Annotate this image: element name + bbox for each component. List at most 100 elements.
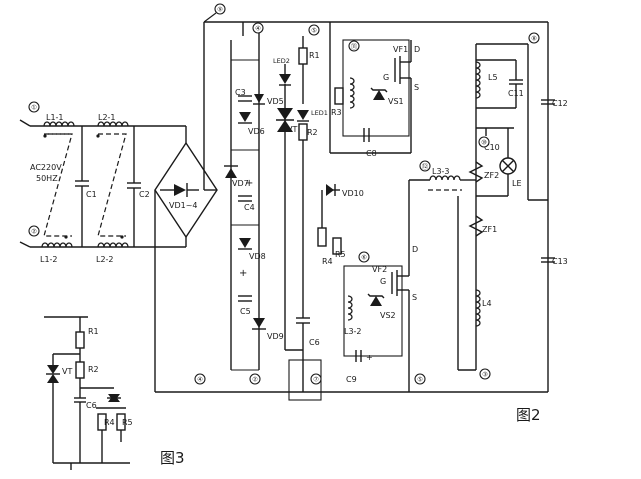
- node-label: ①: [31, 104, 37, 112]
- zener-vs2: VS2: [367, 293, 396, 320]
- capacitor-c1: C1: [75, 126, 97, 247]
- node-label: ②: [252, 376, 258, 384]
- node-label: ②: [31, 228, 37, 236]
- l3-3-label: L3-3: [432, 167, 450, 176]
- vd8-label: VD8: [249, 252, 266, 261]
- g2-label: G: [380, 277, 386, 286]
- source-voltage-label: AC220V: [30, 163, 62, 172]
- source-frequency-label: 50HZ: [36, 174, 58, 183]
- capacitor-c4: C4: [238, 195, 255, 212]
- s2-label: S: [412, 293, 417, 302]
- mosfet-vf2-block: VD10 R4 R5 ⑥ L3-2 VS2 G VF2: [317, 180, 418, 392]
- fig3-c6-label: C6: [86, 401, 97, 410]
- fig3-r2-label: R2: [88, 365, 99, 374]
- plus-sign: +: [239, 268, 247, 279]
- node-label: ④: [197, 376, 203, 384]
- resistor-r2: R2: [298, 123, 318, 141]
- inductor-l1-1: L1-1: [43, 113, 75, 138]
- l1-1-label: L1-1: [46, 113, 64, 122]
- l1-core: [43, 133, 73, 237]
- capacitor-c9: + C9: [346, 350, 373, 384]
- mosfet-vf1-block: ⑪ R3 VS1 G VF1 D S C8: [329, 22, 420, 158]
- inductor-l5: [475, 61, 481, 99]
- c4-label: C4: [244, 203, 255, 212]
- r4-label: R4: [322, 257, 333, 266]
- filament-zf2: ZF2: [468, 161, 499, 183]
- bridge-rectifier-vd1-4: VD1~4: [154, 126, 218, 392]
- filament-zf1: ZF1: [468, 215, 497, 237]
- figure-3-subcircuit: R1 R2 VT C6 R4 R5: [44, 316, 133, 470]
- resistor-r4: R4: [317, 227, 333, 266]
- zf2-label: ZF2: [484, 171, 499, 180]
- led1-label: LED1: [311, 109, 328, 117]
- led-1: LED1: [297, 109, 328, 122]
- trigger-section: ⑤ R1 LED2 VT LED1 R2: [273, 24, 328, 401]
- fig3-vt-label: VT: [62, 367, 72, 376]
- node-label: ⑫: [422, 163, 429, 171]
- c6-label: C6: [309, 338, 320, 347]
- diode-vd5: VD5: [253, 94, 284, 106]
- vs1-label: VS1: [388, 97, 404, 106]
- s1-label: S: [414, 83, 419, 92]
- diode-vd9: VD9: [252, 318, 284, 341]
- d1-label: D: [414, 45, 420, 54]
- node-label: ⑦: [313, 376, 319, 384]
- g1-label: G: [383, 73, 389, 82]
- led2-label: LED2: [273, 57, 290, 65]
- voltage-doubler-ladder: ④ C3 VD5 VD6 VD7 + C4: [224, 22, 284, 385]
- c11-label: C11: [508, 89, 524, 98]
- inductor-l2-2: L2-2: [96, 235, 129, 264]
- capacitor-c5: C5: [238, 295, 252, 316]
- diode-vd6: VD6: [238, 112, 265, 136]
- node-label: ⑤: [417, 376, 423, 384]
- terminal-2: ②: [19, 225, 40, 248]
- zf1-label: ZF1: [482, 225, 497, 234]
- l2-2-label: L2-2: [96, 255, 114, 264]
- c1-label: C1: [86, 190, 97, 199]
- led-2: LED2: [273, 57, 291, 86]
- vd10-label: VD10: [342, 189, 364, 198]
- capacitor-c6: C6: [296, 317, 320, 347]
- r3-label: R3: [331, 108, 342, 117]
- node-label: ⑨: [217, 6, 223, 14]
- r2-label: R2: [307, 128, 318, 137]
- plus-sign: +: [245, 178, 253, 189]
- diode-vd8: VD8: [238, 238, 266, 261]
- l3-2-label: L3-2: [344, 327, 362, 336]
- r1-label: R1: [309, 51, 320, 60]
- vs2-label: VS2: [380, 311, 396, 320]
- c9-label: C9: [346, 375, 357, 384]
- output-section: L3-3 ⑫ ⑧ L5 C11 C12 C10 ⑩: [409, 32, 568, 380]
- fig3-r1-label: R1: [88, 327, 99, 336]
- dc-bus: ⑨: [155, 3, 549, 393]
- node-label: ⑪: [351, 43, 358, 51]
- l4-label: L4: [482, 299, 492, 308]
- resistor-r5: R5: [332, 237, 346, 259]
- vf2-label: VF2: [372, 265, 387, 274]
- d2-label: D: [412, 245, 418, 254]
- capacitor-c3: C3: [235, 88, 252, 102]
- l5-label: L5: [488, 73, 498, 82]
- vd6-label: VD6: [248, 127, 265, 136]
- resistor-r1: R1: [298, 47, 320, 65]
- node-label: ⑩: [481, 139, 487, 147]
- zener-vs1: VS1: [370, 87, 404, 106]
- vt-label: VT: [287, 125, 297, 134]
- node-label: ⑤: [311, 27, 317, 35]
- vd9-label: VD9: [267, 332, 284, 341]
- inductor-l3-3: [429, 175, 461, 181]
- c3-label: C3: [235, 88, 246, 97]
- fig3-r5-label: R5: [122, 418, 133, 427]
- c10-label: C10: [484, 143, 500, 152]
- vf1-label: VF1: [393, 45, 408, 54]
- figure-3-caption: 图3: [160, 449, 185, 467]
- bridge-label: VD1~4: [169, 201, 198, 210]
- le-label: LE: [512, 179, 522, 188]
- node-label: ⑥: [361, 254, 367, 262]
- c5-label: C5: [240, 307, 251, 316]
- lamp-le: LE: [476, 128, 522, 197]
- thyristor-vt: VT: [276, 108, 297, 134]
- capacitor-c2: C2: [127, 126, 150, 247]
- c12-label: C12: [552, 99, 568, 108]
